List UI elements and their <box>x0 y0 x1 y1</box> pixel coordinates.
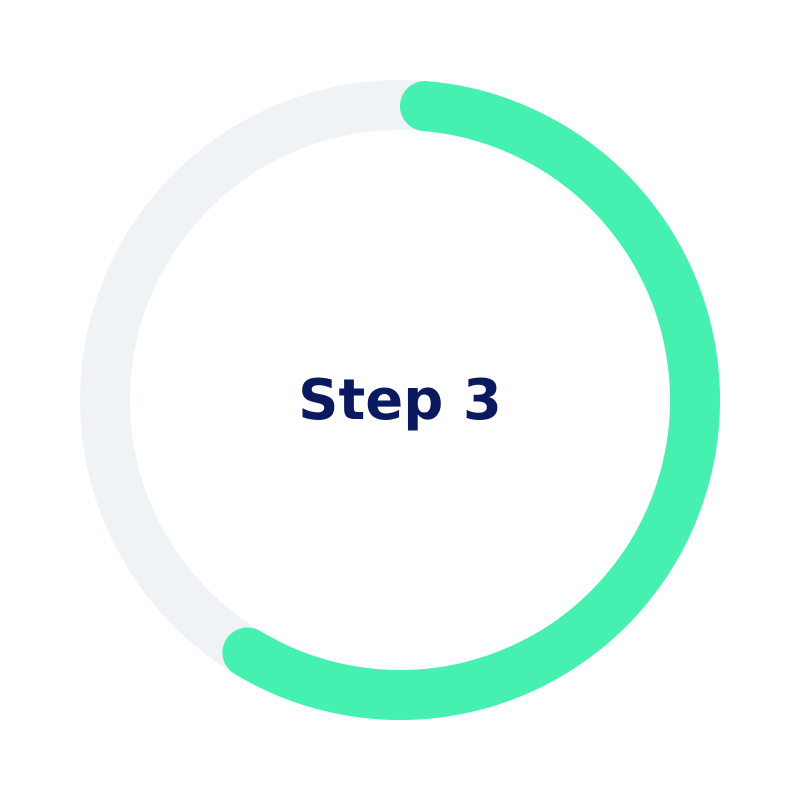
progress-arc <box>222 81 720 720</box>
